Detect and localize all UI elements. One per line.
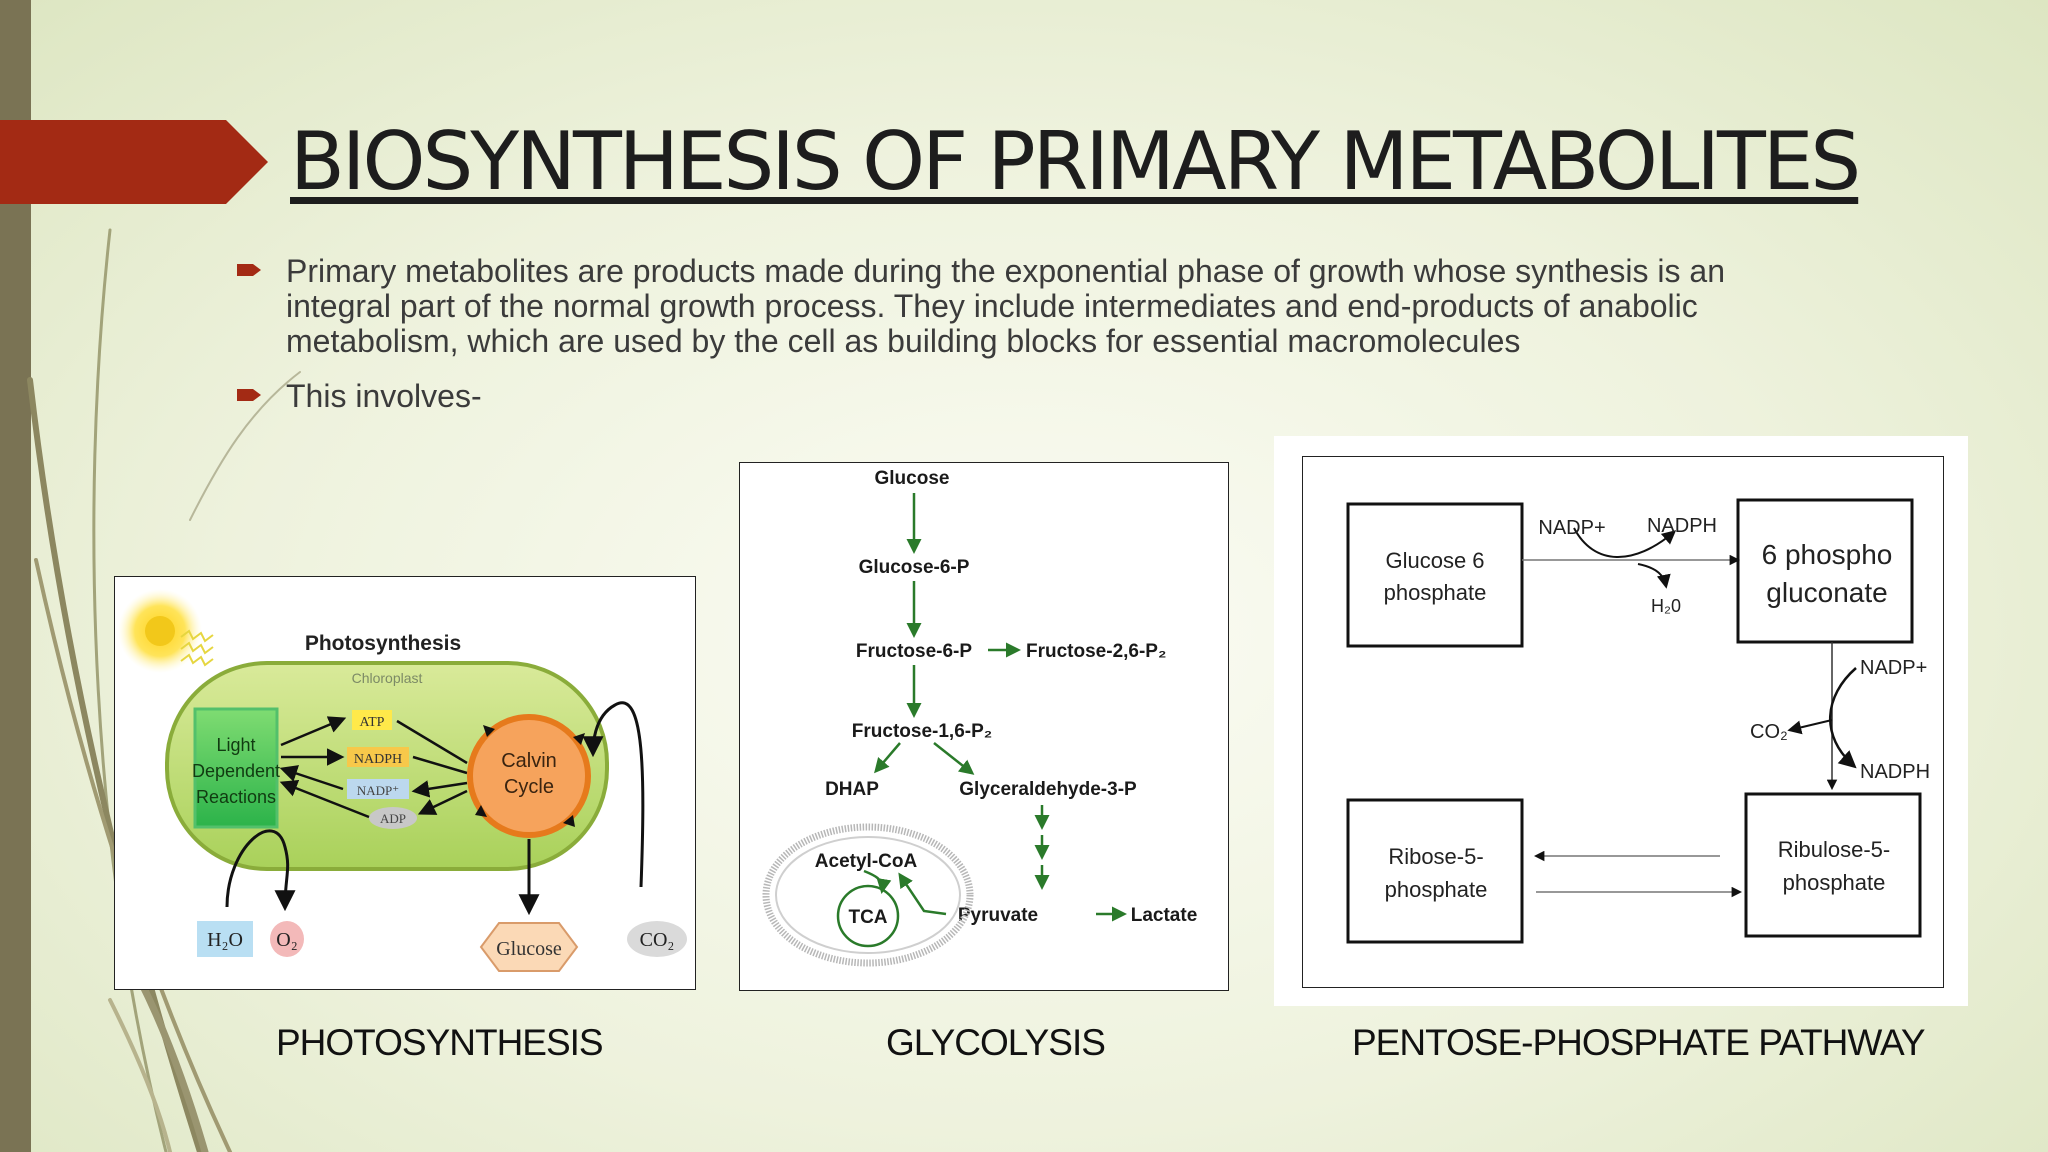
nadp-plus-label: NADP+ [1538, 517, 1605, 539]
tca-cycle-circle [836, 884, 900, 948]
chloroplast-label: Chloroplast [352, 670, 423, 686]
6pg-line-2: gluconate [1766, 577, 1887, 608]
caption-photosynthesis: PHOTOSYNTHESIS [276, 1022, 604, 1063]
6pg-line-1: 6 phospho [1762, 539, 1893, 570]
pyruvate-label: Pyruvate [958, 905, 1038, 926]
o2-shape [270, 921, 304, 957]
o2-label: O₂ [276, 929, 297, 951]
g6p-line-2: phosphate [1384, 580, 1487, 605]
glucose-6-phosphate-box [1346, 502, 1524, 648]
bullet-2: This involves- [236, 379, 482, 414]
calvin-label-1: Calvin [501, 750, 557, 772]
glucose-label: Glucose [496, 938, 562, 960]
h2o-label: H₂O [207, 929, 243, 951]
f6p-label: Fructose-6-P [856, 641, 972, 662]
pentose-phosphate-diagram: Glucose 6 phosphate 6 phospho gluconate … [1274, 436, 1968, 1006]
nadph-label: NADPH [1647, 515, 1717, 537]
h2o-label: H₂0 [1651, 596, 1681, 616]
adp-shape [369, 807, 417, 829]
lactate-label: Lactate [1131, 905, 1198, 926]
ru5p-line-2: phosphate [1783, 870, 1886, 895]
glycolysis-svg: Glucose Glucose-6-P Fructose-6-P Fructos… [762, 468, 1198, 967]
f16p-label: Fructose-1,6-P₂ [852, 721, 992, 742]
acetyl-coa-label: Acetyl-CoA [815, 851, 918, 872]
co2-label: CO₂ [640, 929, 675, 951]
caption-glycolysis: GLYCOLYSIS [886, 1022, 1106, 1063]
pentose-svg: Glucose 6 phosphate 6 phospho gluconate … [1346, 498, 1930, 944]
nadp-label: NADP⁺ [357, 783, 399, 798]
glucose-label: Glucose [875, 468, 950, 489]
ribose-5-phosphate-box [1346, 798, 1524, 944]
nadph-label: NADPH [354, 752, 402, 767]
r5p-line-1: Ribose-5- [1388, 844, 1483, 869]
glucose-hexagon [479, 922, 579, 972]
light-reactions-box [193, 707, 279, 829]
ru5p-line-1: Ribulose-5- [1778, 837, 1891, 862]
mitochondrion-shape [762, 823, 974, 967]
calvin-cycle-circle [467, 714, 591, 838]
nadph-box [347, 747, 409, 767]
light-label-2: Dependent [192, 761, 280, 781]
nadp-box [347, 779, 409, 799]
tca-label: TCA [848, 907, 887, 928]
slide-title: BIOSYNTHESIS OF PRIMARY METABOLITES [290, 115, 1861, 208]
r5p-line-2: phosphate [1385, 877, 1488, 902]
light-label-1: Light [216, 735, 255, 755]
bullet-text: Primary metabolites are products made du… [286, 253, 1725, 359]
photosynthesis-title: Photosynthesis [305, 632, 461, 655]
calvin-label-2: Cycle [504, 776, 554, 798]
arrow-bullet-icon [237, 264, 261, 276]
f26p-label: Fructose-2,6-P₂ [1026, 641, 1166, 662]
title-banner [0, 120, 268, 204]
atp-label: ATP [360, 715, 385, 730]
arrow-bullet-icon [237, 389, 261, 401]
nadp-plus-2-label: NADP+ [1860, 657, 1927, 679]
pentose-frame [1302, 456, 1944, 988]
g6p-line-1: Glucose 6 [1385, 548, 1484, 573]
ribulose-5-phosphate-box [1744, 792, 1922, 938]
atp-box [352, 710, 392, 730]
glycolysis-diagram: Glucose Glucose-6-P Fructose-6-P Fructos… [739, 462, 1229, 991]
dhap-label: DHAP [825, 779, 879, 800]
g6p-label: Glucose-6-P [859, 557, 970, 578]
light-label-3: Reactions [196, 787, 276, 807]
adp-label: ADP [380, 811, 406, 826]
co2-shape [627, 921, 687, 957]
g3p-label: Glyceraldehyde-3-P [959, 779, 1137, 800]
caption-pentose-phosphate: PENTOSE-PHOSPHATE PATHWAY [1352, 1022, 1926, 1063]
photosynthesis-svg: Photosynthesis Chloroplast Light Depende… [118, 589, 687, 972]
photosynthesis-diagram: Photosynthesis Chloroplast Light Depende… [114, 576, 696, 990]
6-phosphogluconate-box [1736, 498, 1914, 644]
h2o-box [197, 921, 253, 957]
bullet-text: This involves- [286, 378, 482, 414]
co2-label: CO₂ [1750, 721, 1788, 743]
nadph-2-label: NADPH [1860, 761, 1930, 783]
bullet-1: Primary metabolites are products made du… [236, 254, 1816, 359]
